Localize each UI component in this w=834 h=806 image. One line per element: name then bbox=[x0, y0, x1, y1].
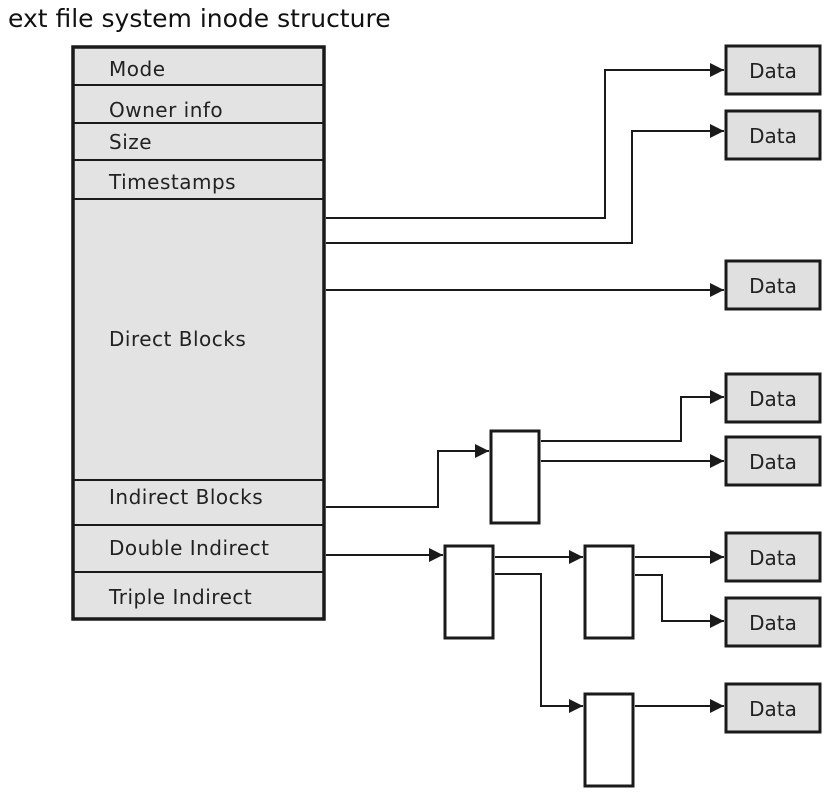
direct-pointer-arrow bbox=[326, 63, 724, 219]
field-direct-blocks: Direct Blocks bbox=[109, 327, 246, 351]
double-indirect-data-arrow bbox=[635, 574, 724, 628]
svg-text:Data: Data bbox=[749, 387, 797, 411]
field-size: Size bbox=[109, 130, 152, 154]
data-block: Data bbox=[724, 259, 822, 311]
double-indirect-pointer-block bbox=[443, 544, 495, 640]
field-timestamps: Timestamps bbox=[108, 170, 236, 194]
inode-table: Mode Owner info Size Timestamps Direct B… bbox=[71, 45, 326, 621]
field-mode: Mode bbox=[109, 57, 166, 81]
inode-outline bbox=[71, 45, 326, 621]
field-indirect-blocks: Indirect Blocks bbox=[109, 485, 263, 509]
svg-text:Data: Data bbox=[749, 697, 797, 721]
data-block: Data bbox=[724, 435, 822, 487]
svg-text:Data: Data bbox=[749, 124, 797, 148]
page-title: ext file system inode structure bbox=[8, 4, 391, 33]
triple-second-level-pointer-block bbox=[583, 692, 635, 788]
svg-text:Data: Data bbox=[749, 611, 797, 635]
data-block: Data bbox=[724, 531, 822, 583]
field-triple-indirect: Triple Indirect bbox=[108, 585, 252, 609]
svg-text:Data: Data bbox=[749, 546, 797, 570]
svg-text:Data: Data bbox=[749, 59, 797, 83]
double-second-level-pointer-block bbox=[583, 544, 635, 640]
field-double-indirect: Double Indirect bbox=[109, 536, 269, 560]
svg-text:Data: Data bbox=[749, 274, 797, 298]
indirect-pointer-arrow bbox=[326, 444, 489, 508]
triple-indirect-second-level-arrow bbox=[495, 573, 583, 713]
indirect-pointer-block bbox=[489, 429, 541, 525]
field-owner-info: Owner info bbox=[109, 98, 223, 122]
data-block: Data bbox=[724, 372, 822, 424]
svg-text:Data: Data bbox=[749, 450, 797, 474]
direct-pointer-arrow bbox=[326, 124, 724, 244]
data-block: Data bbox=[724, 109, 822, 161]
data-block: Data bbox=[724, 596, 822, 648]
data-block: Data bbox=[724, 44, 822, 96]
data-block: Data bbox=[724, 682, 822, 734]
indirect-data-arrow bbox=[541, 390, 724, 442]
